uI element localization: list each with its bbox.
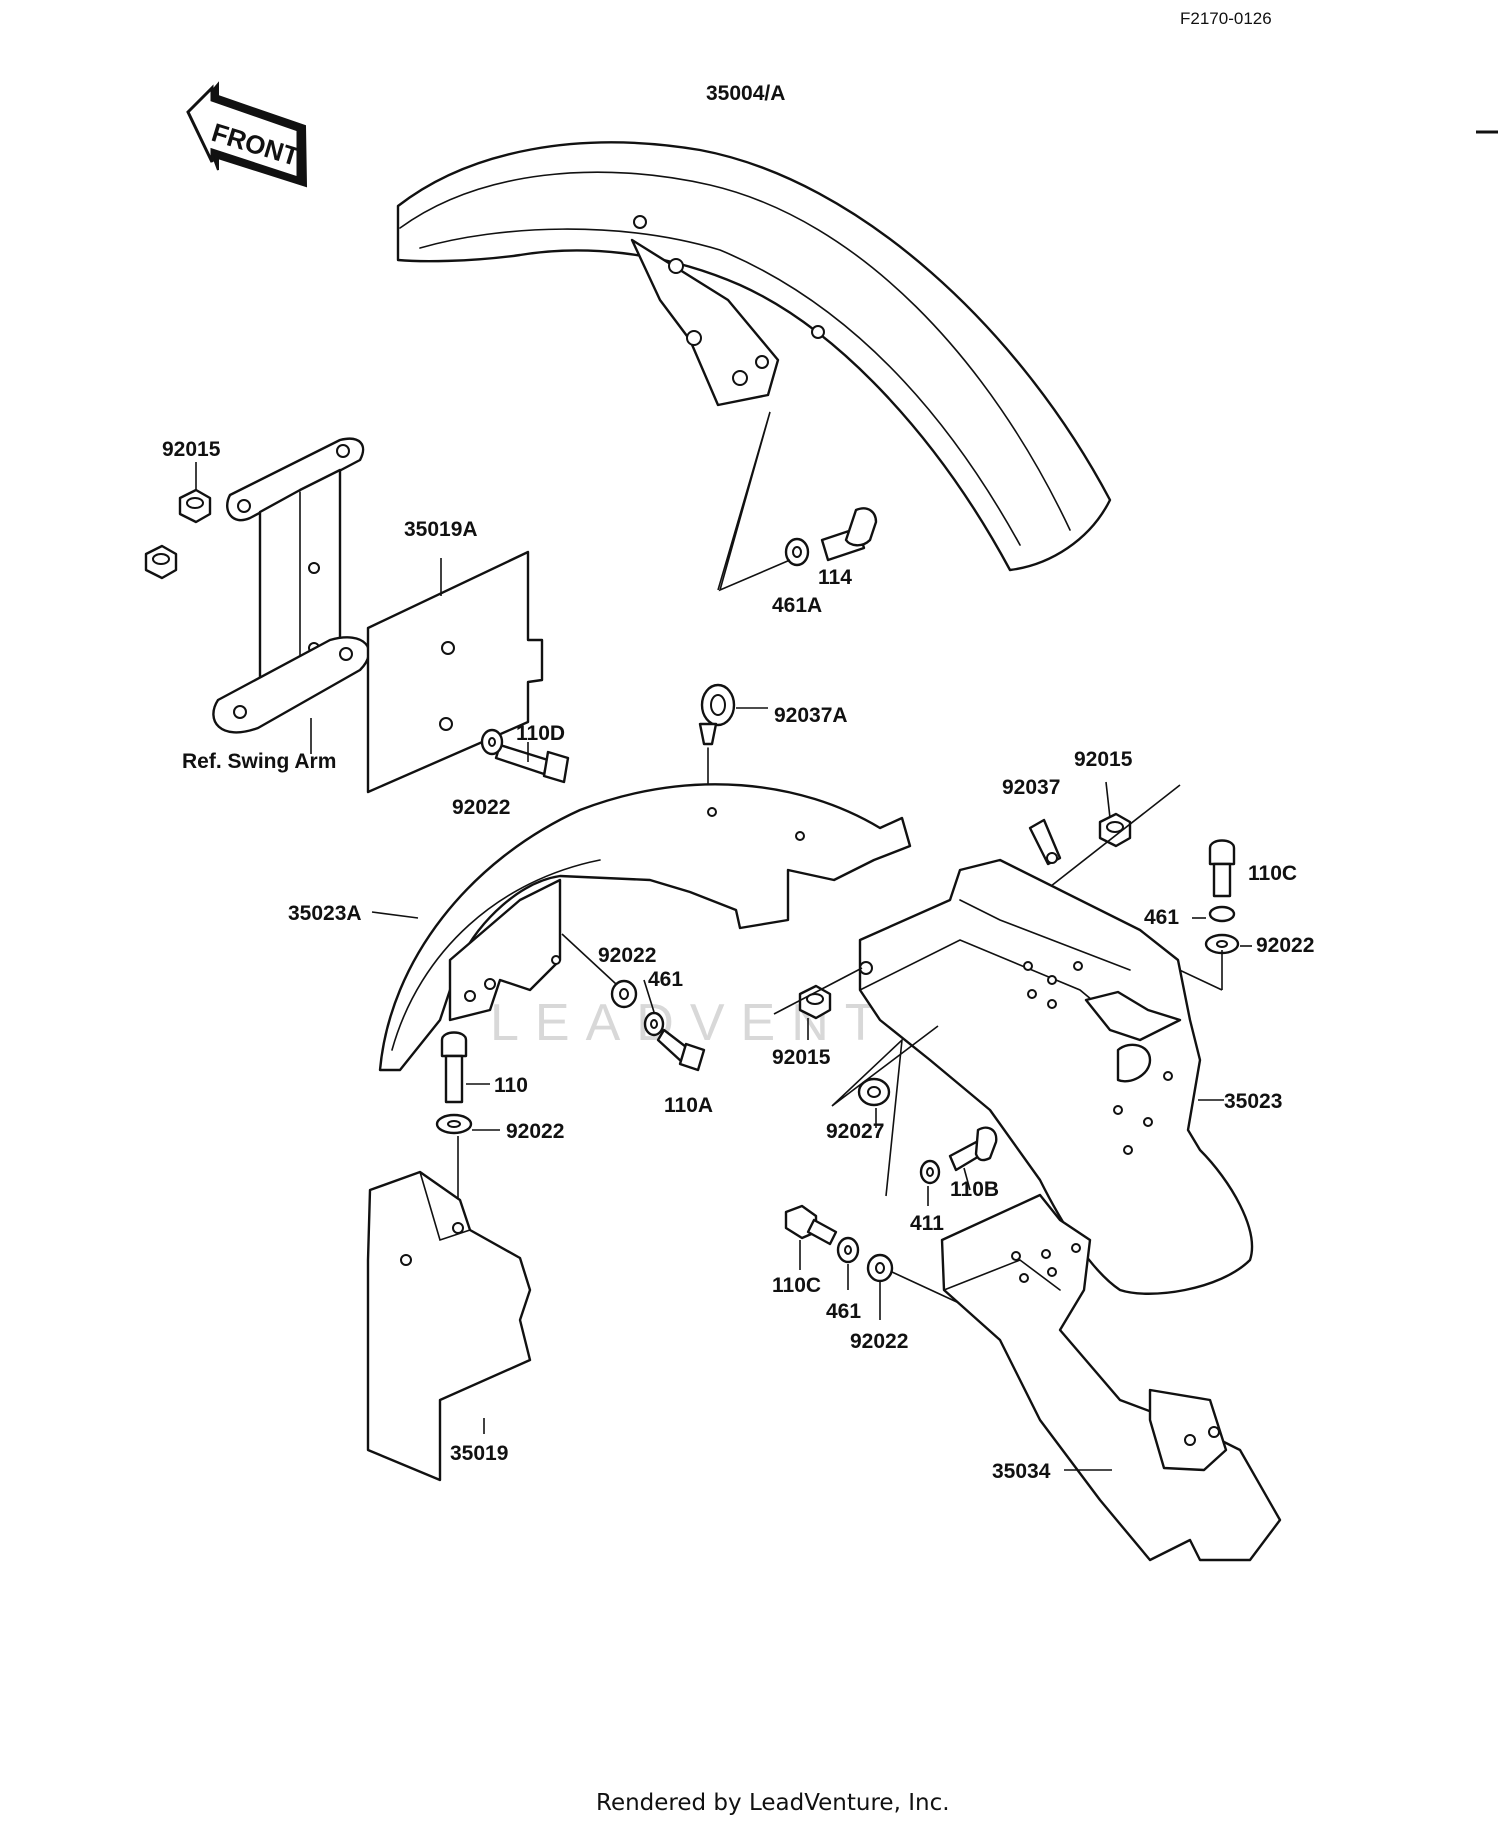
callout-461-center: 461 [648, 968, 683, 991]
bolt-110d [494, 743, 570, 784]
callout-92022-upper-left: 92022 [452, 796, 510, 819]
callout-92022-lower-left: 92022 [506, 1120, 564, 1143]
callout-110a: 110A [664, 1094, 713, 1117]
bolt-110b [948, 1126, 998, 1172]
washer-461-right [1208, 905, 1236, 923]
front-arrow-icon: FRONT [186, 81, 308, 188]
callout-35034: 35034 [992, 1460, 1051, 1483]
callout-35019a: 35019A [404, 518, 478, 541]
rear-flap-35034 [940, 1193, 1282, 1562]
nut-92015-left-a [178, 488, 212, 524]
callout-461-right: 461 [1144, 906, 1179, 929]
callout-92037: 92037 [1002, 776, 1060, 799]
callout-92027: 92027 [826, 1120, 884, 1143]
leader-center-fasteners [561, 933, 617, 985]
bolt-110a [656, 1028, 706, 1072]
bolt-110 [440, 1031, 468, 1104]
cover-35019 [366, 1170, 532, 1482]
bolt-110c-lower [784, 1204, 838, 1246]
license-bracket [212, 437, 371, 734]
callout-35019: 35019 [450, 1442, 508, 1465]
washer-461a [784, 537, 810, 567]
callout-110c-right: 110C [1248, 862, 1297, 885]
callout-461-lower: 461 [826, 1300, 861, 1323]
callout-110d: 110D [516, 722, 565, 745]
figure-code: F2170-0126 [1180, 9, 1272, 28]
leader-35023a [371, 911, 419, 919]
leader-92027-group [831, 1025, 939, 1197]
front-fender [396, 141, 1112, 572]
leader-110b [963, 1167, 971, 1191]
clip-92037 [1028, 818, 1062, 866]
collar-92027 [857, 1077, 891, 1107]
rear-fender-35023 [858, 858, 1254, 1295]
callout-92015-center: 92015 [772, 1046, 831, 1069]
callout-461a: 461A [772, 594, 822, 617]
callout-92022-lower: 92022 [850, 1330, 908, 1353]
washer-92022-lower [866, 1253, 894, 1283]
washer-92022-center [610, 979, 638, 1009]
callout-110: 110 [494, 1074, 528, 1097]
callout-92015-right: 92015 [1074, 748, 1133, 771]
callout-114: 114 [818, 566, 852, 589]
leader-92015-center [773, 967, 863, 1015]
callout-110c-lower: 110C [772, 1274, 821, 1297]
callout-92037a: 92037A [774, 704, 848, 727]
washer-411 [919, 1159, 941, 1185]
washer-461-lower [836, 1236, 860, 1264]
callout-92022-right: 92022 [1256, 934, 1314, 957]
callout-411: 411 [910, 1212, 944, 1235]
callout-110b: 110B [950, 1178, 999, 1201]
washer-92022-lower-left [435, 1113, 473, 1135]
callout-35023: 35023 [1224, 1090, 1282, 1113]
bolt-114 [820, 507, 878, 562]
callout-35023a: 35023A [288, 902, 362, 925]
callout-92015-left: 92015 [162, 438, 221, 461]
nut-92015-center [798, 984, 832, 1020]
leader-461-center [643, 979, 655, 1013]
nut-92015-right [1098, 812, 1132, 848]
washer-92022-right [1204, 933, 1240, 955]
washer-92022-left [480, 728, 504, 756]
ref-swing-arm-note: Ref. Swing Arm [182, 750, 336, 773]
leader-front-fender [717, 411, 791, 592]
callout-35004a: 35004/A [706, 82, 785, 105]
rear-inner-fender-35023a [378, 783, 912, 1072]
nut-92015-left-b [144, 544, 178, 580]
callout-92022-center: 92022 [598, 944, 656, 967]
leader-92015-right-label [1105, 781, 1111, 819]
washer-461-center [643, 1011, 665, 1037]
bolt-110c-right [1208, 839, 1236, 898]
footer-credit: Rendered by LeadVenture, Inc. [596, 1790, 950, 1816]
clamp-92037a [698, 683, 736, 791]
